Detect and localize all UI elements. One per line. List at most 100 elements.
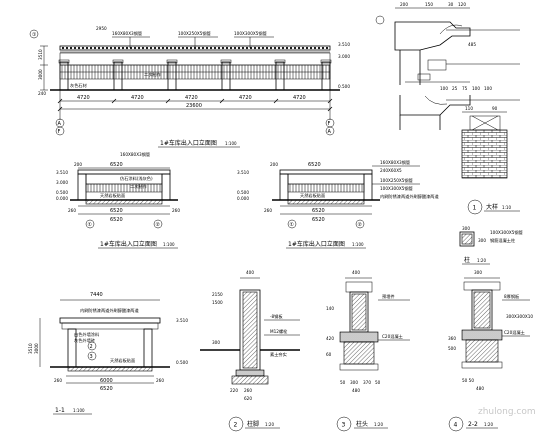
top-dim-2950: 2950 xyxy=(96,26,107,31)
axis-A-label: A xyxy=(58,121,62,127)
beam-dot xyxy=(201,46,205,50)
total-dim: 23600 xyxy=(186,103,202,109)
d3-dim-400: 400 xyxy=(352,270,360,275)
mr-note-stone: 天然岩板贴面 xyxy=(300,192,325,199)
d4-dim-360: 360 xyxy=(448,336,456,341)
right-level-1: 3.510 xyxy=(338,42,350,47)
beam-dot xyxy=(301,46,305,50)
beam-dot xyxy=(77,46,81,50)
sec-dim-3000: 3000 xyxy=(34,343,39,354)
main-column xyxy=(221,61,231,91)
beam-dot xyxy=(221,46,225,50)
dim-tick xyxy=(111,98,117,104)
beam-dot xyxy=(237,46,241,50)
main-column xyxy=(167,61,177,91)
beam-dot xyxy=(317,46,321,50)
d3-note-2: C20混凝土 xyxy=(382,333,403,340)
d4-dim-300: 300 xyxy=(474,270,482,275)
d1-dim-200: 200 xyxy=(400,2,408,7)
beam-dot xyxy=(185,46,189,50)
beam-dot xyxy=(73,46,77,50)
left-dim-3510: 3510 xyxy=(38,49,43,60)
dim-tick xyxy=(273,98,279,104)
right-level-3: 0.500 xyxy=(338,84,350,89)
beam-dot xyxy=(189,46,193,50)
beam-dot xyxy=(261,46,265,50)
mr-level-1: 3.510 xyxy=(237,170,249,175)
d2-dim-400: 400 xyxy=(246,270,254,275)
d1-dim-485: 485 xyxy=(468,42,476,47)
beam-dot xyxy=(133,46,137,50)
section-title: 1-1 xyxy=(55,407,65,414)
d4-dim-5050: 50 50 xyxy=(462,378,474,383)
detail-1-scale: 1:10 xyxy=(502,205,511,210)
beam-dot xyxy=(217,46,221,50)
beam-dot xyxy=(233,46,237,50)
beam-dot xyxy=(97,46,101,50)
beam-dot xyxy=(245,46,249,50)
main-column-cap xyxy=(220,59,232,64)
beam-dot xyxy=(121,46,125,50)
d3-dim-420: 420 xyxy=(326,336,334,341)
beam-dot xyxy=(173,46,177,50)
beam-dot xyxy=(169,46,173,50)
d1-b100a: 100 xyxy=(440,86,448,91)
span-dim-3: 4720 xyxy=(185,95,198,101)
main-column xyxy=(275,61,285,91)
d3-dim-140: 140 xyxy=(326,306,334,311)
beam-dot xyxy=(93,46,97,50)
elev-right-scale: 1:100 xyxy=(352,242,364,247)
ml-level-1: 3.510 xyxy=(56,170,68,175)
mr-note-2: 240X60X5 xyxy=(380,168,402,173)
beam-dot xyxy=(285,46,289,50)
main-column-cap xyxy=(274,59,286,64)
col-note-2: 钢筋混凝土柱 xyxy=(490,237,516,244)
mr-dim-6000: 6520 xyxy=(312,208,325,214)
mid-left-elevation: 200 6520 6520 6520 260 260 3.510 3.000 0… xyxy=(56,151,180,249)
dim-tick xyxy=(327,106,333,112)
elev-main-title: 1#车库出入口立面图 xyxy=(160,139,217,147)
column-scale: 1:20 xyxy=(477,258,486,263)
beam-dot xyxy=(177,46,181,50)
beam-dot xyxy=(165,46,169,50)
note-steel-300: 100X300X5钢管 xyxy=(234,30,267,37)
sec-dim-260a: 260 xyxy=(54,378,62,383)
ml-level-4: 0.000 xyxy=(56,196,68,201)
ml-note-steel: 160X80X3钢管 xyxy=(120,151,150,158)
detail-4-number: 4 xyxy=(454,422,458,429)
sec-dim-3510: 3510 xyxy=(28,343,33,354)
detail-2-title: 柱脚 xyxy=(247,420,259,428)
main-elevation: 4720 4720 4720 4720 4720 23600 A F F A 3… xyxy=(29,26,350,148)
d1-dim-30: 30 xyxy=(448,2,454,7)
d3-dim-370: 370 xyxy=(363,380,371,385)
beam-dot xyxy=(305,46,309,50)
d2-dim-220: 220 xyxy=(230,388,238,393)
dim-tick xyxy=(57,98,63,104)
sec-note-4: 天然岩板贴面 xyxy=(110,357,135,364)
elev-right-title: 1#车库出入口立面图 xyxy=(288,240,345,248)
mr-dim-200: 200 xyxy=(270,162,278,167)
mr-axis-2: ② xyxy=(358,222,363,228)
d4-note-1: 8厚钢板 xyxy=(504,293,520,300)
axis-F-label: F xyxy=(58,129,61,135)
beam-dot xyxy=(209,46,213,50)
detail-1-title: 大样 xyxy=(486,203,498,211)
column-detail: 300 300 柱 1:20 100X300X5钢管 钢筋混凝土柱 xyxy=(459,226,523,265)
sec-dim-6520: 6520 xyxy=(100,386,113,392)
d1-dim-90: 90 xyxy=(492,106,498,111)
elev-left-scale: 1:100 xyxy=(163,242,175,247)
main-column-cap xyxy=(166,59,178,64)
detail-3-number: 3 xyxy=(342,422,346,429)
axis-F-right-label: F xyxy=(328,121,331,127)
mr-note-4: 100X300X5钢管 xyxy=(380,185,413,192)
beam-dot xyxy=(61,46,65,50)
detail-4-title: 2-2 xyxy=(468,421,478,428)
sec-dim-6000: 6000 xyxy=(100,378,113,384)
beam-dot xyxy=(277,46,281,50)
sec-level-2: 0.500 xyxy=(176,360,188,365)
section-scale: 1:100 xyxy=(73,408,85,413)
mr-note-5: 内刷防锈漆两道外刷醇酸漆两道 xyxy=(380,193,439,200)
ml-axis-1: ① xyxy=(88,222,93,228)
d2-note-2: M12螺栓 xyxy=(270,328,288,335)
main-column xyxy=(113,61,123,91)
